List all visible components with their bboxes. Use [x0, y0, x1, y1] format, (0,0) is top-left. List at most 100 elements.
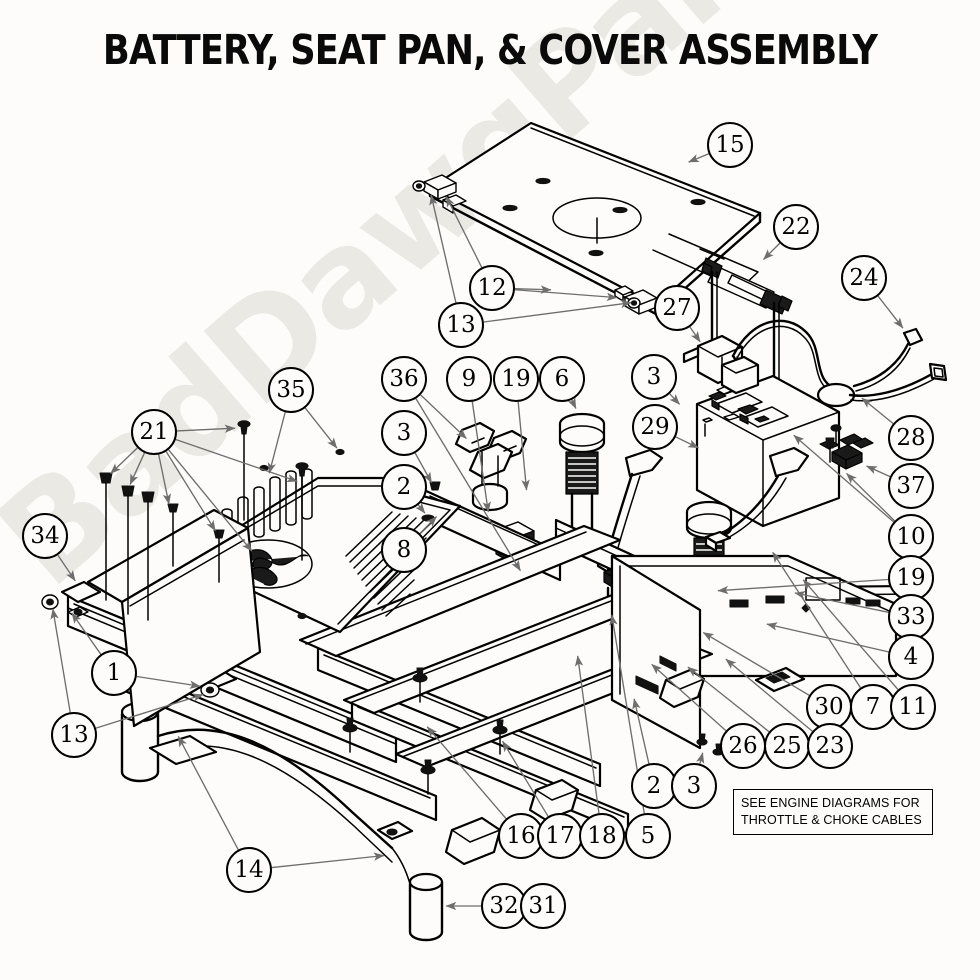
wiring-harness-part-24 [731, 319, 948, 408]
callout-bubble-26[interactable]: 26 [720, 723, 766, 769]
leader-line [689, 326, 701, 343]
note-line-1: SEE ENGINE DIAGRAMS FOR [741, 796, 920, 810]
callout-bubble-23[interactable]: 23 [807, 723, 853, 769]
callout-bubble-12[interactable]: 12 [469, 265, 515, 311]
callout-bubble-5[interactable]: 5 [625, 813, 671, 859]
callout-bubble-15[interactable]: 15 [707, 122, 753, 168]
callout-bubble-2-left[interactable]: 2 [381, 464, 427, 510]
callout-bubble-33[interactable]: 33 [888, 594, 934, 640]
leader-line [861, 397, 894, 425]
leader-line [877, 295, 904, 329]
callout-label: 5 [640, 822, 656, 849]
callout-bubble-10[interactable]: 10 [888, 514, 934, 560]
callout-bubble-6[interactable]: 6 [539, 356, 585, 402]
callout-label: 9 [461, 365, 477, 392]
leader-line [426, 726, 507, 819]
callout-label: 34 [30, 522, 60, 549]
leader-line [502, 740, 549, 817]
callout-label: 16 [506, 822, 536, 849]
leader-line [669, 393, 681, 405]
callout-bubble-3-upper[interactable]: 3 [631, 354, 677, 400]
note-line-2: THROTTLE & CHOKE CABLES [741, 812, 922, 827]
leader-line [175, 438, 298, 483]
callout-bubble-19-right[interactable]: 19 [888, 555, 934, 601]
leader-line [176, 424, 236, 433]
callout-bubble-36[interactable]: 36 [381, 356, 427, 402]
callout-bubble-34[interactable]: 34 [22, 513, 68, 559]
callout-bubble-19-top[interactable]: 19 [493, 356, 539, 402]
callout-label: 19 [896, 564, 926, 591]
leader-line [168, 449, 253, 552]
leader-line [177, 735, 239, 850]
leader-line [802, 579, 899, 691]
leader-line [687, 666, 770, 733]
leader-line [632, 698, 650, 764]
leader-line [419, 516, 437, 534]
callout-bubble-31[interactable]: 31 [520, 883, 566, 929]
leader-line [725, 658, 813, 732]
callout-bubble-28[interactable]: 28 [888, 415, 934, 461]
control-lever-right [704, 446, 810, 553]
callout-bubble-29[interactable]: 29 [632, 404, 678, 450]
leader-line [794, 590, 889, 614]
leader-line [846, 473, 896, 522]
callout-label: 23 [815, 732, 845, 759]
callout-bubble-22[interactable]: 22 [773, 204, 819, 250]
leader-line [514, 285, 552, 294]
leader-line [696, 752, 705, 764]
callout-bubble-21[interactable]: 21 [131, 409, 177, 455]
callout-label: 32 [489, 892, 519, 919]
leader-line [483, 299, 632, 323]
fastener-set [99, 420, 835, 795]
callout-bubble-14[interactable]: 14 [226, 847, 272, 893]
leader-line [675, 436, 699, 449]
leader-line [793, 434, 895, 523]
callout-label: 13 [446, 311, 476, 338]
callout-label: 31 [528, 892, 558, 919]
callout-bubble-24[interactable]: 24 [841, 255, 887, 301]
callout-label: 7 [865, 693, 881, 720]
leader-line [414, 452, 433, 484]
callout-bubble-27[interactable]: 27 [654, 285, 700, 331]
callout-bubble-13-left[interactable]: 13 [51, 712, 97, 758]
callout-bubble-1[interactable]: 1 [91, 650, 137, 696]
callout-label: 18 [587, 822, 617, 849]
note-box: SEE ENGINE DIAGRAMS FOR THROTTLE & CHOKE… [733, 789, 933, 835]
callout-label: 3 [396, 419, 412, 446]
callout-bubble-25[interactable]: 25 [764, 723, 810, 769]
callout-bubble-3-bottom[interactable]: 3 [671, 763, 717, 809]
callout-label: 8 [396, 536, 412, 563]
callout-label: 17 [545, 822, 575, 849]
callout-label: 22 [781, 213, 811, 240]
callout-label: 29 [640, 413, 670, 440]
callout-bubble-11[interactable]: 11 [890, 684, 936, 730]
callout-bubble-9[interactable]: 9 [446, 356, 492, 402]
callout-label: 28 [896, 424, 926, 451]
switch-cluster-part-37 [819, 424, 874, 470]
callout-label: 4 [903, 643, 919, 670]
leader-line [574, 655, 600, 814]
leader-line [772, 551, 862, 689]
callout-label: 30 [814, 693, 844, 720]
callout-label: 35 [276, 376, 306, 403]
callout-bubble-4[interactable]: 4 [888, 634, 934, 680]
callout-label: 1 [106, 659, 122, 686]
battery-part-29 [695, 355, 841, 528]
callout-bubble-2-bottom[interactable]: 2 [631, 763, 677, 809]
callout-bubble-7[interactable]: 7 [850, 684, 896, 730]
callout-bubble-16[interactable]: 16 [498, 813, 544, 859]
callout-bubble-3-left[interactable]: 3 [381, 410, 427, 456]
leader-line [702, 631, 810, 696]
callout-bubble-8[interactable]: 8 [381, 527, 427, 573]
callout-bubble-37[interactable]: 37 [888, 463, 934, 509]
leader-line [158, 454, 171, 505]
callout-label: 6 [554, 365, 570, 392]
callout-label: 14 [234, 856, 264, 883]
callout-bubble-13-top[interactable]: 13 [438, 302, 484, 348]
callout-label: 3 [646, 363, 662, 390]
callout-bubble-17[interactable]: 17 [537, 813, 583, 859]
callout-bubble-35[interactable]: 35 [268, 367, 314, 413]
callout-bubble-18[interactable]: 18 [579, 813, 625, 859]
